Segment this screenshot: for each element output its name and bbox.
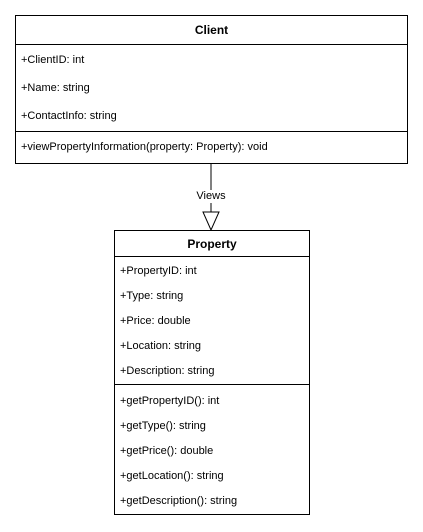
operation: +getPrice(): double [120,444,214,457]
operations-compartment: +viewPropertyInformation(property: Prope… [16,132,407,163]
attribute: +Location: string [120,339,202,352]
class-name: Property [115,231,309,257]
class-name: Client [16,16,407,45]
operation: +getType(): string [120,419,206,432]
operation: +getPropertyID(): int [120,394,220,407]
operation: +viewPropertyInformation(property: Prope… [21,141,268,153]
attribute: +ContactInfo: string [21,110,117,122]
attribute: +Type: string [120,289,184,302]
attributes-compartment: +ClientID: int +Name: string +ContactInf… [16,45,407,132]
hollow-triangle-arrowhead-icon [202,211,220,232]
relationship-label: Views [190,190,232,203]
attribute: +PropertyID: int [120,264,197,277]
attribute: +Price: double [120,314,191,327]
attribute: +ClientID: int [21,54,85,66]
attribute: +Description: string [120,364,215,377]
operation: +getLocation(): string [120,469,224,482]
property-class-box[interactable]: Property +PropertyID: int +Type: string … [114,230,310,515]
attributes-compartment: +PropertyID: int +Type: string +Price: d… [115,257,309,385]
operation: +getDescription(): string [120,494,238,507]
attribute: +Name: string [21,82,90,94]
operations-compartment: +getPropertyID(): int +getType(): string… [115,385,309,514]
client-class-box[interactable]: Client +ClientID: int +Name: string +Con… [15,15,408,164]
